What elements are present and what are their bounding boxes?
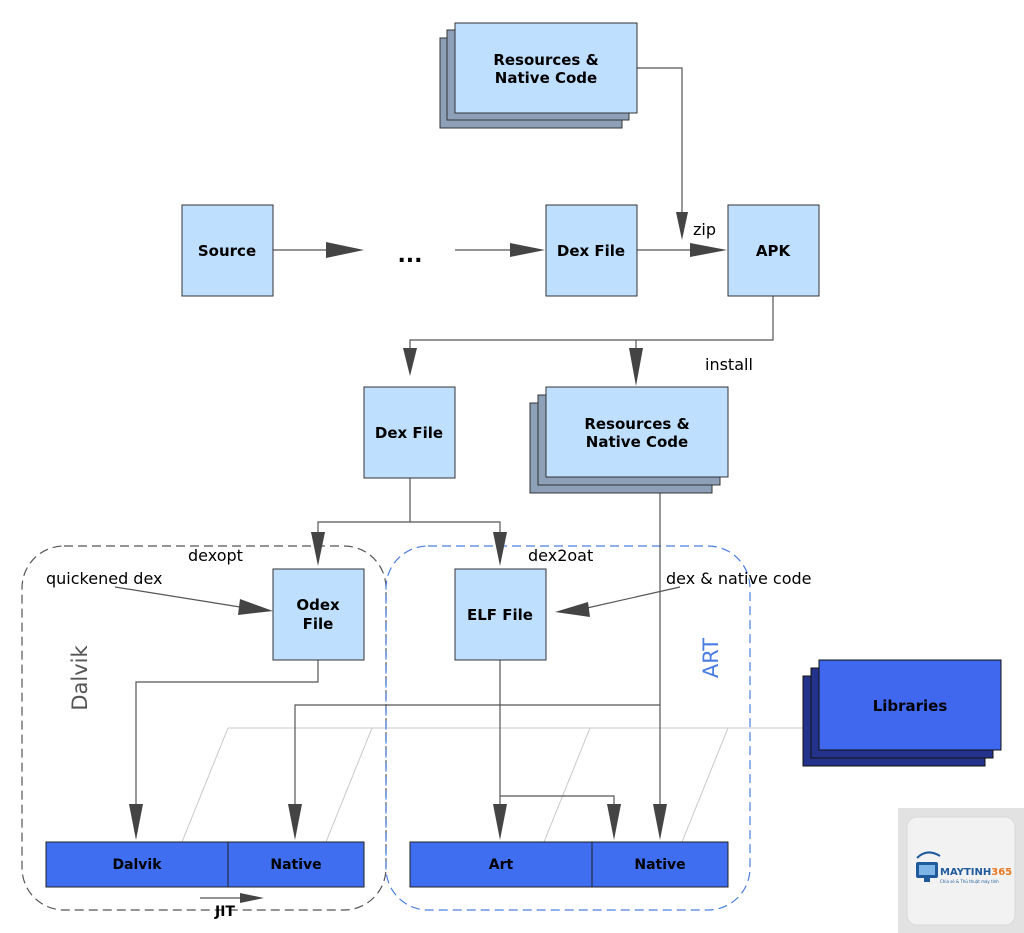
dalvik-runtime-bar: Dalvik — [45, 841, 229, 888]
resources-top-line2: Native Code — [495, 69, 597, 87]
dalvik-region-boundary — [21, 545, 387, 911]
faint-guide-lines — [181, 727, 819, 843]
libraries-stack: Libraries — [802, 659, 1002, 767]
libraries-label: Libraries — [873, 697, 948, 715]
connector-lines — [114, 67, 774, 899]
elf-label: ELF File — [467, 606, 533, 624]
apk-box: APK — [727, 204, 820, 297]
watermark-brand: MAYTINH — [940, 867, 991, 878]
resources-top-line1: Resources & — [493, 51, 598, 69]
resources-native-code-mid-stack: Resources & Native Code — [529, 386, 729, 494]
native-right-runtime-bar: Native — [591, 841, 729, 888]
arrowheads — [129, 212, 727, 903]
art-runtime-bar: Art — [409, 841, 593, 888]
art-region-label: ART — [699, 638, 723, 678]
dex2oat-label: dex2oat — [528, 546, 593, 565]
dex-mid-label: Dex File — [375, 424, 443, 442]
resources-mid-line1: Resources & — [584, 415, 689, 433]
odex-line2: File — [303, 615, 334, 633]
dex-top-label: Dex File — [557, 242, 625, 260]
dexopt-label: dexopt — [188, 546, 243, 565]
native-right-bar-label: Native — [634, 857, 685, 873]
odex-file-box: Odex File — [272, 568, 365, 661]
ellipsis-label: ... — [397, 243, 422, 268]
zip-label: zip — [693, 220, 716, 239]
dalvik-region-label: Dalvik — [68, 645, 92, 711]
apk-label: APK — [756, 242, 792, 260]
dex-file-mid-box: Dex File — [363, 386, 456, 479]
resources-mid-line2: Native Code — [586, 433, 688, 451]
maytinh365-watermark: MAYTINH365 Chia sẻ & Thủ thuật máy tính — [898, 808, 1024, 933]
art-region-boundary — [385, 545, 751, 911]
resources-native-code-top-stack: Resources & Native Code — [439, 22, 638, 129]
native-left-bar-label: Native — [270, 857, 321, 873]
install-label: install — [705, 355, 753, 374]
svg-text:MAYTINH365: MAYTINH365 — [940, 867, 1012, 878]
dalvik-bar-label: Dalvik — [112, 857, 162, 873]
art-bar-label: Art — [489, 857, 514, 873]
dex-native-code-label: dex & native code — [666, 569, 811, 588]
native-left-runtime-bar: Native — [227, 841, 365, 888]
elf-file-box: ELF File — [454, 568, 547, 661]
monitor-icon — [916, 851, 941, 882]
watermark-brand-suffix: 365 — [991, 867, 1012, 878]
watermark-tagline: Chia sẻ & Thủ thuật máy tính — [940, 879, 999, 884]
odex-line1: Odex — [296, 596, 340, 614]
dex-file-top-box: Dex File — [545, 204, 638, 297]
source-box: Source — [181, 204, 274, 297]
jit-label: JIT — [214, 904, 235, 920]
source-label: Source — [198, 242, 256, 260]
quickened-dex-label: quickened dex — [46, 569, 163, 588]
